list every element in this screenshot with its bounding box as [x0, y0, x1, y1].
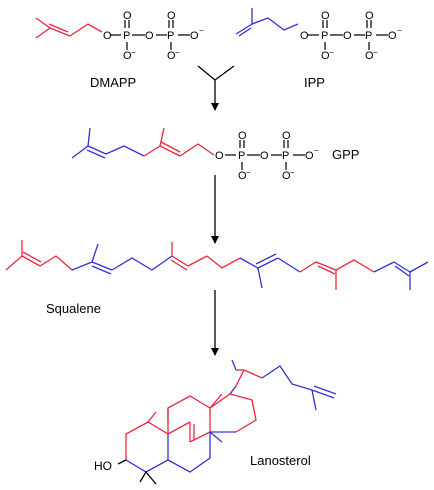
lanosterol-label: Lanosterol: [250, 453, 311, 468]
atom-o: O: [365, 10, 374, 22]
ipp-carbon-chain: [235, 8, 299, 37]
hydroxyl-label: HO: [94, 459, 112, 473]
atom-o: O: [305, 150, 314, 162]
atom-o: O: [260, 150, 269, 162]
atom-o: O: [238, 130, 247, 142]
ipp-pyrophosphate: [308, 20, 388, 50]
atom-o: O: [321, 50, 330, 62]
atom-o: O: [238, 170, 247, 182]
atom-o: O: [300, 30, 309, 42]
ipp-structure: O P O O − O P O O − O −: [235, 8, 402, 62]
dmapp-carbon-chain: [35, 17, 103, 39]
lanosterol-structure: HO: [94, 359, 337, 485]
atom-o: O: [282, 130, 291, 142]
atom-p: P: [365, 30, 372, 42]
lanosterol-blue-bonds: [125, 359, 337, 473]
atom-p: P: [282, 150, 289, 162]
charge: −: [329, 48, 334, 57]
atom-p: P: [167, 30, 174, 42]
dmapp-structure: O P O O − O P O O − O −: [35, 10, 204, 62]
atom-o: O: [215, 150, 224, 162]
merge-arrow: [197, 65, 235, 111]
charge: −: [175, 48, 180, 57]
atom-o: O: [365, 50, 374, 62]
charge: −: [246, 168, 251, 177]
atom-o: O: [388, 30, 397, 42]
atom-o: O: [321, 10, 330, 22]
gpp-label: GPP: [332, 147, 359, 162]
gpp-structure: O P O O − O P O O − O −: [71, 127, 319, 182]
atom-p: P: [123, 30, 130, 42]
atom-o: O: [282, 170, 291, 182]
atom-o: O: [145, 30, 154, 42]
atom-o: O: [123, 50, 132, 62]
lanosterol-black-bonds: [117, 459, 157, 485]
squalene-structure: [5, 240, 429, 290]
atom-o: O: [167, 10, 176, 22]
atom-o: O: [167, 50, 176, 62]
dmapp-pyrophosphate: [110, 20, 190, 50]
gpp-pyrophosphate: [225, 140, 305, 170]
gpp-dmapp-unit: [143, 127, 215, 157]
atom-o: O: [190, 30, 199, 42]
charge: −: [199, 26, 204, 35]
lanosterol-red-bonds: [125, 369, 263, 460]
charge: −: [373, 48, 378, 57]
atom-o: O: [123, 10, 132, 22]
charge: −: [314, 146, 319, 155]
charge: −: [131, 48, 136, 57]
charge: −: [290, 168, 295, 177]
gpp-ipp-unit: [71, 127, 145, 159]
atom-p: P: [321, 30, 328, 42]
atom-o: O: [103, 30, 112, 42]
dmapp-label: DMAPP: [90, 75, 136, 90]
ipp-label: IPP: [304, 75, 325, 90]
charge: −: [397, 26, 402, 35]
squalene-label: Squalene: [46, 301, 101, 316]
atom-p: P: [238, 150, 245, 162]
squalene-blue-segments: [71, 243, 429, 290]
atom-o: O: [343, 30, 352, 42]
squalene-red-segments: [5, 240, 375, 290]
